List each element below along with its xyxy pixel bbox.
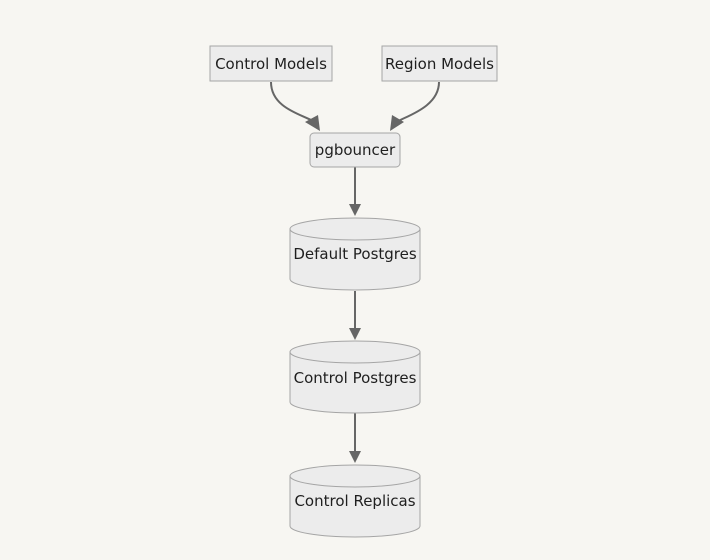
node-region-models-box [381, 45, 498, 82]
edges [270, 81, 440, 463]
node-control-replicas-label: Control Replicas [294, 492, 415, 510]
node-default-postgres-cylinder-rim [289, 228, 421, 241]
node-control-models-box [209, 45, 333, 82]
node-control-postgres-label: Control Postgres [294, 369, 417, 387]
node-control-postgres-cylinder-rim [289, 351, 421, 364]
arrowhead-region-models-to-pgbouncer [390, 115, 404, 131]
node-control-postgres[interactable]: Control Postgres [289, 340, 421, 414]
node-pgbouncer-label: pgbouncer [315, 141, 396, 159]
node-control-models[interactable]: Control Models [209, 45, 333, 82]
arrowhead-control-models-to-pgbouncer [305, 115, 320, 131]
edge-control-models-to-pgbouncer [270, 81, 317, 125]
node-control-replicas-cylinder-rim [289, 475, 421, 488]
node-control-models-label: Control Models [215, 55, 327, 73]
node-default-postgres[interactable]: Default Postgres [289, 217, 421, 291]
node-default-postgres-label: Default Postgres [293, 245, 417, 263]
edge-region-models-to-pgbouncer [393, 81, 440, 125]
node-pgbouncer-box [309, 132, 401, 168]
node-control-replicas[interactable]: Control Replicas [289, 464, 421, 538]
arrowhead-pgbouncer-to-default-postgres [349, 204, 361, 216]
arrowhead-control-postgres-to-control-replicas [349, 451, 361, 463]
node-pgbouncer[interactable]: pgbouncer [309, 132, 401, 168]
arrowhead-default-postgres-to-control-postgres [349, 328, 361, 340]
node-region-models-label: Region Models [385, 55, 494, 73]
node-region-models[interactable]: Region Models [381, 45, 498, 82]
